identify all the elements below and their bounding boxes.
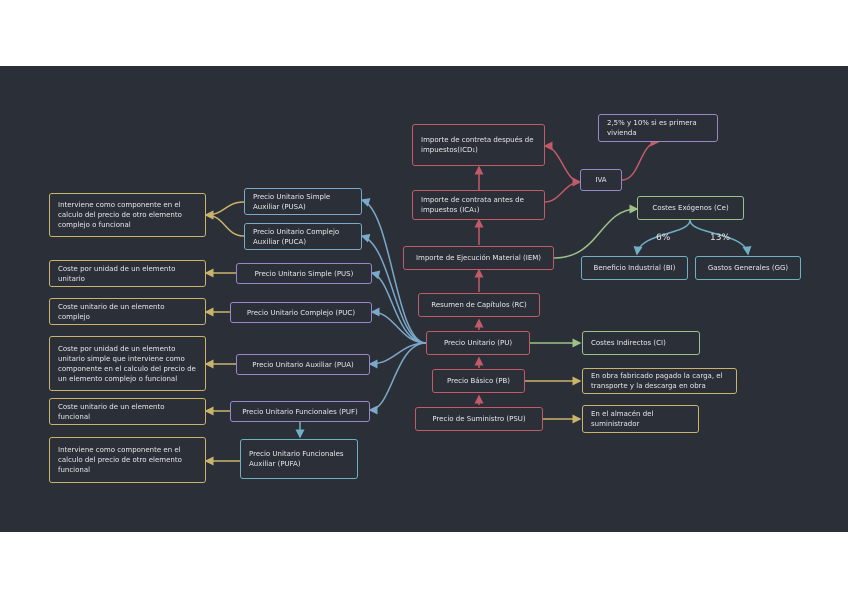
pct-bi-label: 6% (656, 233, 671, 243)
node-ce[interactable]: Costes Exógenos (Ce) (637, 196, 744, 220)
node-pufa[interactable]: Precio Unitario Funcionales Auxiliar (PU… (240, 439, 358, 479)
node-icdi[interactable]: Importe de contreta después de impuestos… (412, 124, 545, 166)
desc-pufa[interactable]: Interviene como componente en el calculo… (49, 437, 206, 483)
node-bi[interactable]: Beneficio Industrial (BI) (581, 256, 688, 280)
node-pu[interactable]: Precio Unitario (PU) (426, 331, 530, 355)
desc-puf[interactable]: Coste unitario de un elemento funcional (49, 398, 206, 425)
node-gg[interactable]: Gastos Generales (GG) (695, 256, 801, 280)
desc-pua[interactable]: Coste por unidad de un elemento unitario… (49, 336, 206, 391)
node-iva-note[interactable]: 2,5% y 10% si es primera vivienda (598, 114, 718, 142)
node-puca[interactable]: Precio Unitario Complejo Auxiliar (PUCA) (244, 223, 362, 250)
desc-pusa[interactable]: Interviene como componente en el calculo… (49, 193, 206, 237)
node-ci[interactable]: Costes Indirectos (CI) (582, 331, 700, 355)
node-iva[interactable]: IVA (580, 169, 622, 191)
node-rc[interactable]: Resumen de Capítulos (RC) (418, 293, 540, 317)
node-iem[interactable]: Importe de Ejecución Material (IEM) (403, 246, 554, 270)
pct-gg-label: 13% (710, 233, 731, 243)
desc-puc[interactable]: Coste unitario de un elemento complejo (49, 298, 206, 325)
node-pb[interactable]: Precio Básico (PB) (432, 369, 525, 393)
node-icai[interactable]: Importe de contrata antes de impuestos (… (412, 190, 545, 220)
node-puc[interactable]: Precio Unitario Complejo (PUC) (230, 302, 372, 323)
node-ps-note[interactable]: En el almacén del suministrador (582, 405, 699, 433)
node-pus[interactable]: Precio Unitario Simple (PUS) (236, 263, 372, 284)
node-ps[interactable]: Precio de Suministro (PSU) (415, 407, 543, 431)
node-pusa[interactable]: Precio Unitario Simple Auxiliar (PUSA) (244, 188, 362, 215)
desc-pus[interactable]: Coste por unidad de un elemento unitario (49, 260, 206, 287)
node-puf[interactable]: Precio Unitario Funcionales (PUF) (230, 401, 370, 422)
node-pua[interactable]: Precio Unitario Auxiliar (PUA) (236, 354, 370, 375)
node-pb-note[interactable]: En obra fabricado pagado la carga, el tr… (582, 368, 737, 394)
